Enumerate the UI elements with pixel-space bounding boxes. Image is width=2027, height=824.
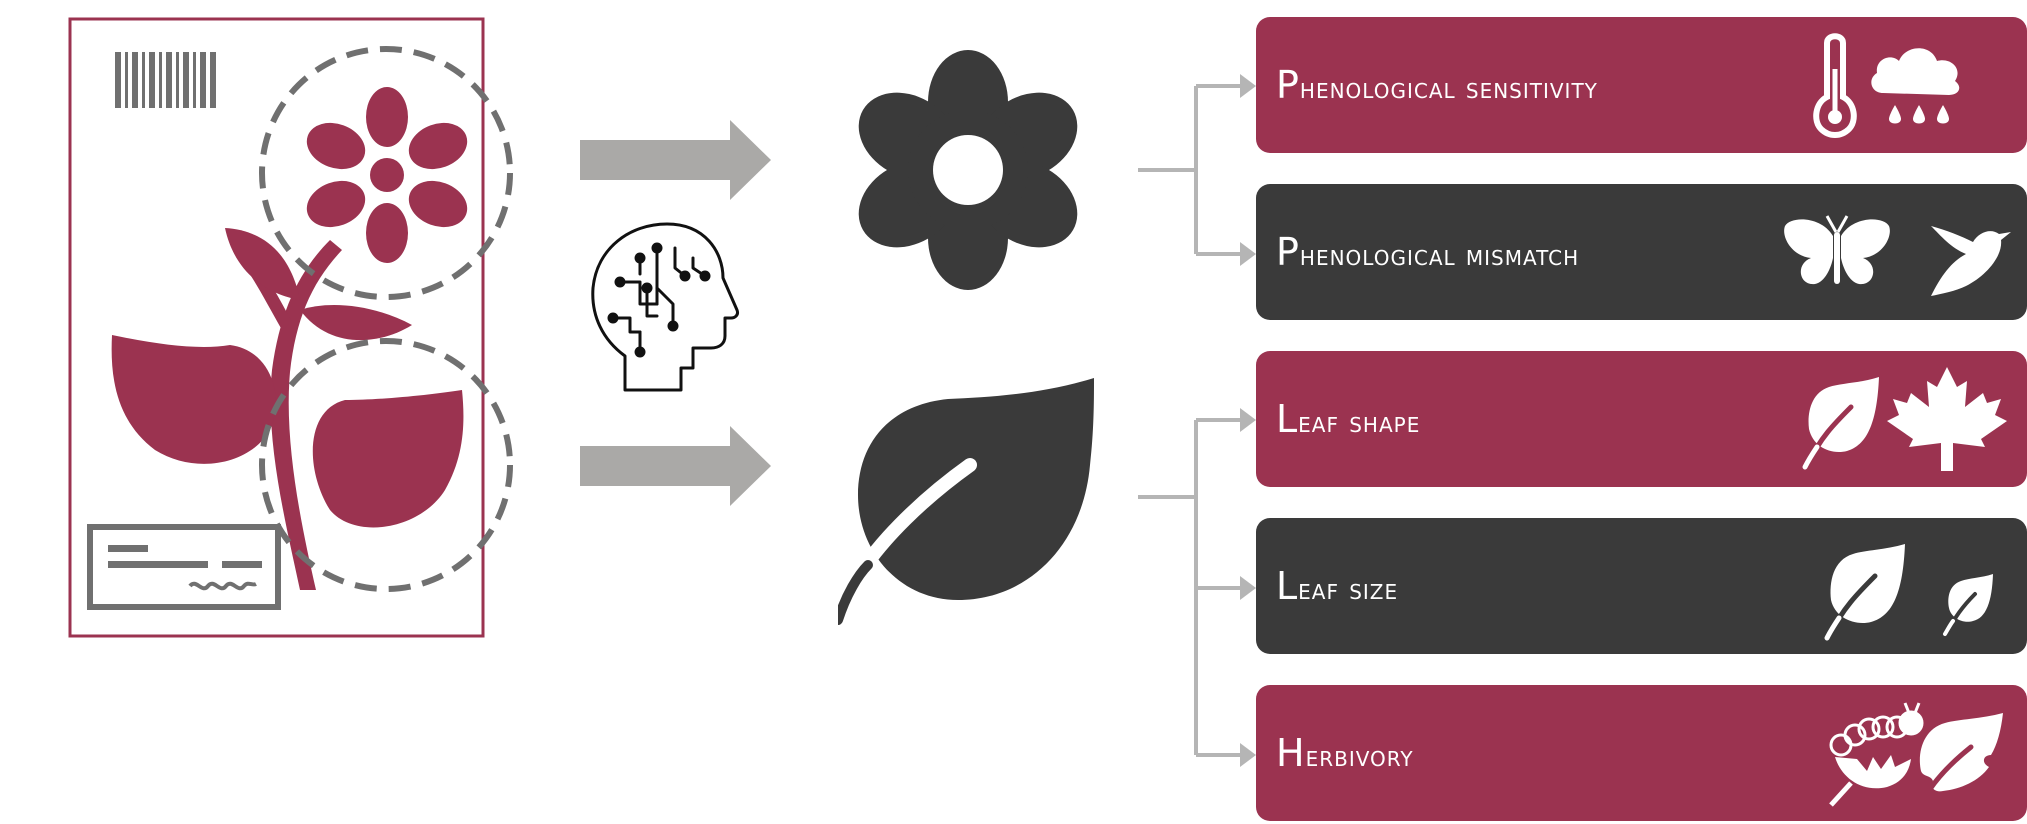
dashed-circle-leaf <box>259 338 513 592</box>
trait-phenological-sensitivity: Phenological sensitivity <box>1256 17 2027 153</box>
flower-icon <box>858 50 1078 290</box>
barcode-icon <box>115 52 216 108</box>
trait-icons <box>1811 29 2011 141</box>
damaged-leaf-icon <box>1918 713 2003 808</box>
trait-icons <box>1811 697 2011 809</box>
arrow-to-flower <box>578 118 773 202</box>
leaf-icon <box>1802 377 1879 470</box>
butterfly-icon <box>1784 215 1890 285</box>
arrow-to-leaf <box>578 424 773 508</box>
connector-leaf-branch <box>1130 405 1260 780</box>
rain-cloud-icon <box>1871 48 1960 124</box>
maple-leaf-icon <box>1887 367 2007 471</box>
connector-flower-branch <box>1130 70 1260 270</box>
herbarium-specimen-sheet <box>0 0 520 824</box>
leaf-icon <box>838 375 1098 625</box>
trait-label: Leaf size <box>1276 564 1399 608</box>
trait-icons <box>1781 196 2011 308</box>
plant-specimen-icon <box>111 87 468 590</box>
trait-label: Phenological mismatch <box>1276 230 1580 274</box>
trait-leaf-size: Leaf size <box>1256 518 2027 654</box>
trait-label: Phenological sensitivity <box>1276 63 1598 107</box>
trait-label: Herbivory <box>1276 731 1414 775</box>
caterpillar-icon <box>1829 702 1924 807</box>
trait-label: Leaf shape <box>1276 397 1421 441</box>
hummingbird-icon <box>1931 226 2011 296</box>
ai-brain-head-icon <box>585 218 740 398</box>
trait-icons <box>1821 530 2011 642</box>
dashed-circle-flower <box>259 46 513 300</box>
trait-leaf-shape: Leaf shape <box>1256 351 2027 487</box>
trait-icons <box>1801 363 2011 475</box>
sheet-border <box>68 17 485 638</box>
small-leaf-icon <box>1943 574 1993 636</box>
large-leaf-icon <box>1824 544 1905 641</box>
thermometer-icon <box>1813 33 1857 138</box>
specimen-label-icon <box>87 524 281 610</box>
trait-herbivory: Herbivory <box>1256 685 2027 821</box>
specimen-illustration <box>68 17 513 638</box>
trait-phenological-mismatch: Phenological mismatch <box>1256 184 2027 320</box>
